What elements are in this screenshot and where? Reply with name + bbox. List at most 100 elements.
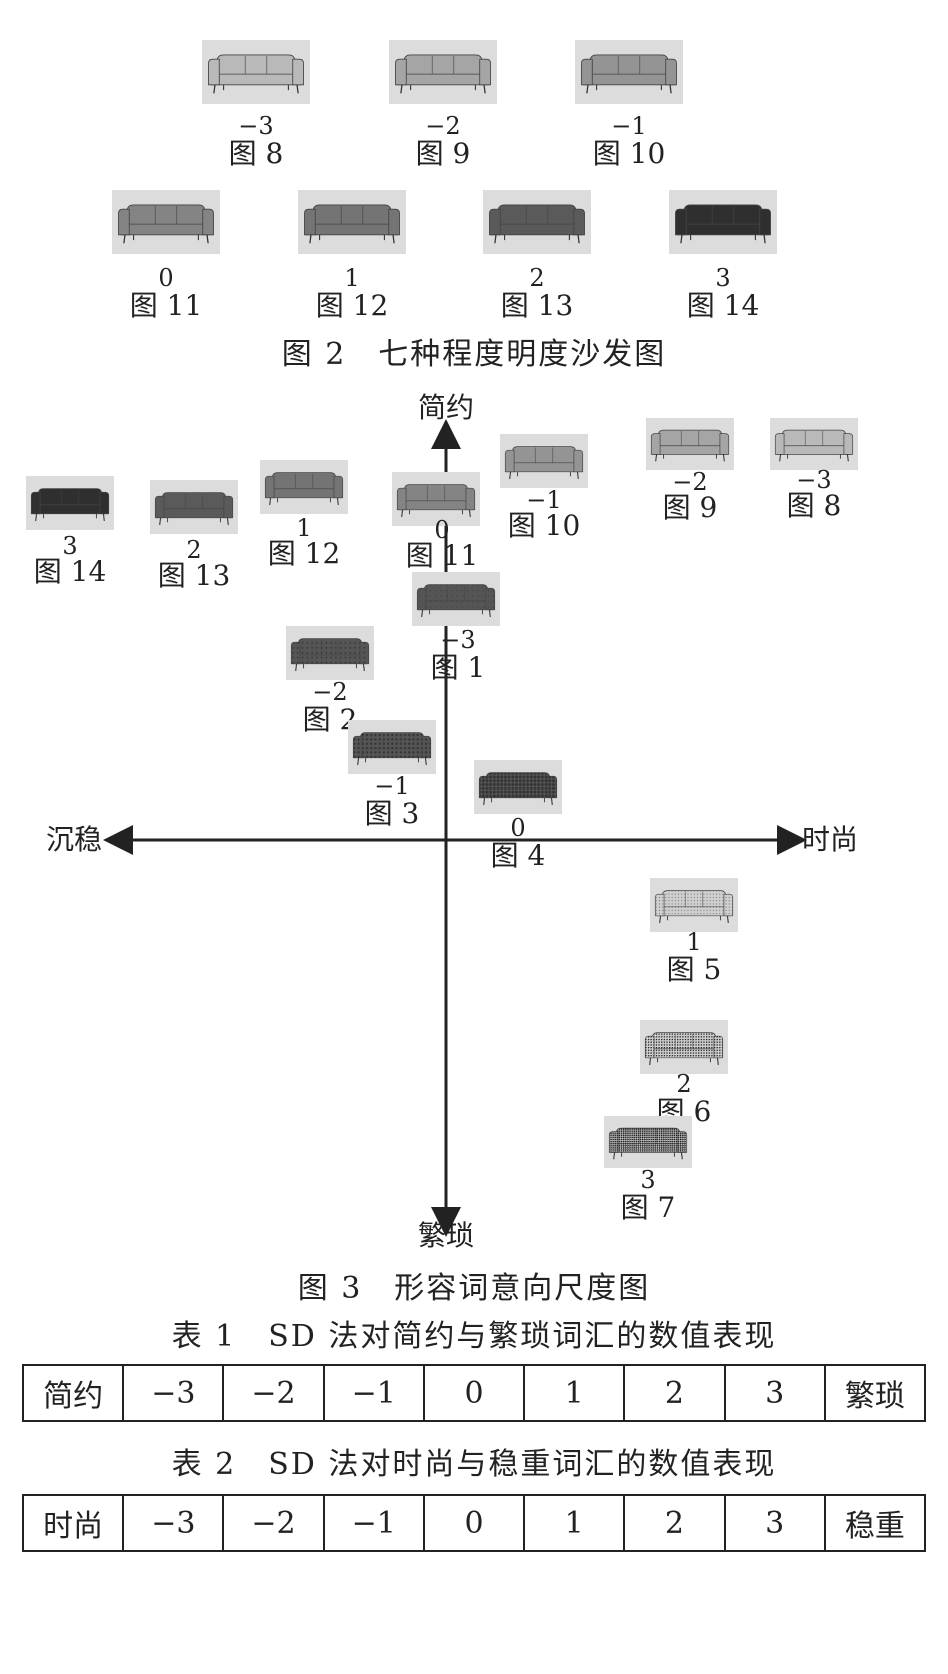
sofa-icon (118, 204, 214, 244)
figure-label: 图 9 (415, 137, 471, 170)
sofa-image-fig4 (474, 760, 562, 814)
sofa-image-fig3 (348, 720, 436, 774)
table-cell: 3 (723, 1494, 826, 1552)
sofa-image-fig8 (202, 40, 310, 104)
figure-label: 图 14 (33, 555, 107, 588)
table-2: 时尚 −3 −2 −1 0 1 2 3 稳重 (21, 1494, 927, 1552)
figure-label: 图 12 (267, 537, 341, 570)
sofa-icon (304, 204, 400, 244)
sofa-image-fig9 (646, 418, 734, 470)
table-cell: 1 (523, 1494, 626, 1552)
table-cell: 1 (523, 1364, 626, 1422)
figure-label: 图 1 (430, 651, 486, 684)
value-label: 1 (686, 928, 702, 956)
figure-2-caption: 图 2 七种程度明度沙发图 (281, 337, 667, 372)
sofa-icon (489, 204, 585, 244)
sofa-icon (650, 429, 730, 462)
table-cell: 2 (623, 1494, 726, 1552)
table-cell: 0 (422, 1364, 526, 1422)
value-label: −1 (611, 112, 647, 140)
sofa-image-fig11 (392, 472, 480, 526)
sofa-image-fig1 (412, 572, 500, 626)
value-label: −2 (425, 112, 461, 140)
value-label: 1 (296, 514, 312, 542)
sofa-icon (774, 429, 854, 462)
value-label: 2 (186, 536, 202, 564)
sofa-image-fig10 (500, 434, 588, 488)
figure-label: 图 10 (507, 509, 581, 542)
sofa-image-fig13 (483, 190, 591, 254)
figure-label: 图 13 (157, 559, 231, 592)
sofa-image-fig9 (389, 40, 497, 104)
sofa-icon (608, 1127, 688, 1160)
table-cell: 简约 (21, 1364, 125, 1422)
sofa-image-fig5 (650, 878, 738, 932)
figure-label: 图 4 (490, 839, 546, 872)
axis-label-top: 简约 (418, 391, 475, 424)
value-label: 3 (640, 1166, 656, 1194)
table-row: 时尚 −3 −2 −1 0 1 2 3 稳重 (21, 1494, 927, 1552)
sofa-icon (675, 204, 771, 244)
sofa-icon (352, 732, 432, 766)
sofa-icon (416, 584, 496, 618)
value-label: 2 (529, 264, 545, 292)
table-row: 简约 −3 −2 −1 0 1 2 3 繁琐 (21, 1364, 927, 1422)
sofa-icon (396, 484, 476, 518)
figure-label: 图 5 (666, 953, 722, 986)
table-cell: −1 (322, 1364, 425, 1422)
sofa-image-fig10 (575, 40, 683, 104)
sofa-image-fig11 (112, 190, 220, 254)
value-label: −3 (440, 626, 476, 654)
sofa-image-fig12 (260, 460, 348, 514)
sofa-icon (30, 488, 110, 522)
sofa-icon (208, 54, 304, 94)
sofa-icon (264, 472, 344, 506)
sofa-icon (478, 772, 558, 806)
value-label: −2 (672, 468, 708, 496)
figure-label: 图 3 (364, 797, 420, 830)
sofa-icon (395, 54, 491, 94)
figure-label: 图 11 (129, 289, 203, 322)
sofa-icon (644, 1032, 724, 1066)
sofa-image-fig12 (298, 190, 406, 254)
sofa-image-fig14 (26, 476, 114, 530)
sofa-icon (290, 638, 370, 672)
figure-label: 图 7 (620, 1191, 676, 1224)
figure-label: 图 11 (405, 539, 479, 572)
value-label: −1 (374, 772, 410, 800)
sofa-image-fig8 (770, 418, 858, 470)
table-cell: 2 (623, 1364, 726, 1422)
table-2-caption: 表 2 SD 法对时尚与稳重词汇的数值表现 (171, 1447, 777, 1482)
figure-label: 图 10 (592, 137, 666, 170)
sofa-icon (154, 492, 234, 526)
value-label: 0 (434, 516, 450, 544)
value-label: −2 (312, 678, 348, 706)
value-label: −1 (526, 486, 562, 514)
figure-label: 图 8 (786, 489, 842, 522)
value-label: −3 (796, 466, 832, 494)
axis-label-right: 时尚 (802, 823, 859, 856)
axis-label-bottom: 繁琐 (418, 1219, 475, 1252)
table-1-caption: 表 1 SD 法对简约与繁琐词汇的数值表现 (171, 1319, 777, 1354)
figure-label: 图 14 (686, 289, 760, 322)
value-label: 3 (62, 532, 78, 560)
table-cell: 0 (422, 1494, 526, 1552)
sofa-icon (581, 54, 677, 94)
figure-label: 图 8 (228, 137, 284, 170)
table-cell: 繁琐 (823, 1364, 927, 1422)
figure-label: 图 13 (500, 289, 574, 322)
sofa-image-fig14 (669, 190, 777, 254)
value-label: 0 (158, 264, 174, 292)
table-cell: 3 (723, 1364, 826, 1422)
sofa-image-fig7 (604, 1116, 692, 1168)
table-cell: −3 (122, 1494, 225, 1552)
value-label: 0 (510, 814, 526, 842)
table-cell: −2 (222, 1494, 325, 1552)
sofa-image-fig6 (640, 1020, 728, 1074)
value-label: 1 (344, 264, 360, 292)
table-cell: −3 (122, 1364, 225, 1422)
table-1: 简约 −3 −2 −1 0 1 2 3 繁琐 (21, 1364, 927, 1422)
value-label: −3 (238, 112, 274, 140)
figure-label: 图 9 (662, 491, 718, 524)
table-cell: 时尚 (21, 1494, 125, 1552)
